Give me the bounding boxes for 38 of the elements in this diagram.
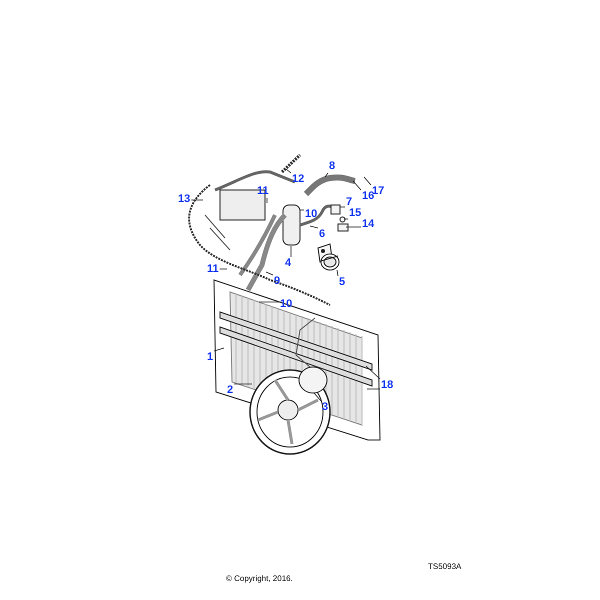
leader-line — [344, 218, 348, 220]
callout-number: 1 — [207, 352, 214, 363]
callout-number: 5 — [339, 277, 346, 288]
callout-number: 18 — [381, 380, 394, 391]
callout-number: 14 — [362, 219, 374, 230]
callout-number: 10 — [305, 209, 318, 220]
leader-line — [366, 388, 380, 390]
leader-line — [336, 270, 338, 276]
connector-drawing — [330, 204, 340, 214]
clamp-drawing — [317, 243, 340, 270]
callout-number: 12 — [292, 174, 304, 185]
callout-number: 8 — [329, 161, 336, 172]
leader-line — [219, 268, 228, 270]
drawing-number: TS5093A — [428, 562, 462, 571]
leader-line — [266, 198, 268, 204]
callout-number: 4 — [285, 258, 292, 269]
copyright-note: © Copyright, 2016. — [226, 574, 293, 583]
leader-line — [324, 172, 328, 178]
callout-number: 6 — [319, 229, 326, 240]
callout-number: 7 — [346, 197, 352, 208]
leader-line — [346, 226, 362, 228]
callout-number: 11 — [207, 264, 219, 275]
leader-line — [214, 348, 224, 352]
leader-line — [366, 366, 380, 380]
callout-number: 13 — [178, 194, 190, 205]
callout-number: 15 — [349, 208, 362, 219]
connector-drawing — [338, 224, 348, 232]
leader-line — [286, 168, 292, 174]
leader-line — [352, 180, 362, 190]
leader-line — [310, 226, 318, 228]
o-ring-drawing — [340, 216, 346, 222]
leader-line — [266, 272, 274, 276]
leader-line — [364, 176, 372, 186]
leader-line — [340, 206, 346, 208]
leader-line — [290, 246, 292, 258]
callout-number: 2 — [227, 385, 234, 396]
callout-number: 16 — [362, 191, 374, 202]
leader-line — [314, 392, 322, 402]
